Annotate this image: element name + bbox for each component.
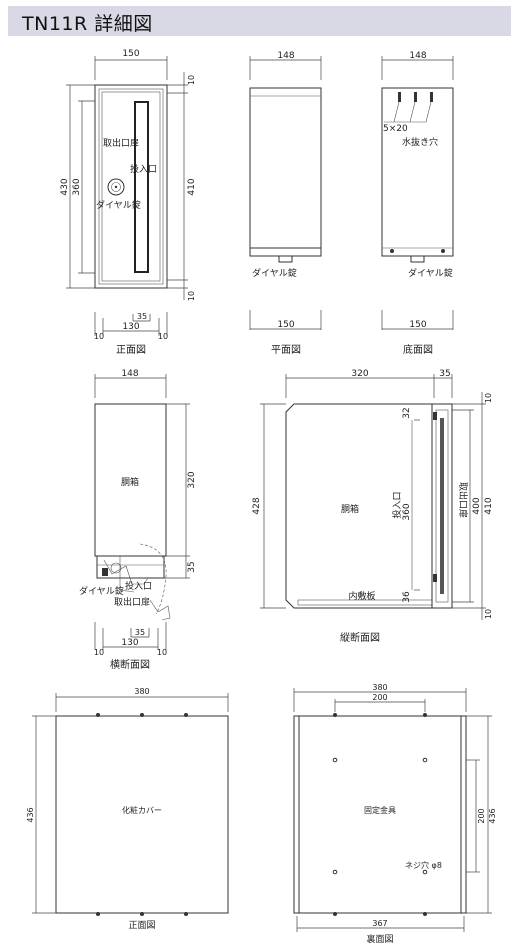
vsec-dim-body-height: 410 xyxy=(484,497,494,514)
cover-back-dim-pitch: 200 xyxy=(372,693,387,702)
cover-back-dim-inner-width: 367 xyxy=(372,919,387,928)
front-dim-bottom-width: 130 xyxy=(122,322,139,332)
cross-label-slot: 投入口 xyxy=(125,580,152,592)
vsec-dim-top: 10 xyxy=(484,393,493,403)
cover-back-label-bracket: 固定金具 xyxy=(364,805,396,815)
top-view: 148 ダイヤル錠 150 平面図 xyxy=(249,51,322,356)
cross-dim-width: 148 xyxy=(121,369,138,379)
cover-front-label: 化粧カバー xyxy=(122,805,162,815)
cover-front-dim-height: 436 xyxy=(26,807,35,822)
front-dim-width: 150 xyxy=(122,49,139,59)
title-bar: TN11R 詳細図 xyxy=(8,6,511,36)
vertical-section: 320 35 胴箱 内敷板 投入口 360 32 36 428 取出口扉 400 xyxy=(252,369,494,644)
front-caption: 正面図 xyxy=(116,344,146,356)
cover-back-dim-height: 436 xyxy=(488,808,497,823)
top-caption: 平面図 xyxy=(271,344,301,356)
top-dim-width-top: 148 xyxy=(277,51,294,61)
bottom-label-holes: 5×20 xyxy=(383,124,408,134)
front-label-lock: ダイヤル錠 xyxy=(96,199,141,211)
cover-back-view: 380 200 固定金具 ネジ穴 φ8 200 436 367 裏面図 xyxy=(293,683,497,945)
vsec-dim-bottom-gap: 36 xyxy=(402,591,412,603)
top-dim-width-bottom: 150 xyxy=(277,320,294,330)
vsec-label-body: 胴箱 xyxy=(341,503,359,515)
front-label-door: 取出口扉 xyxy=(103,137,139,149)
cross-dim-slot-width: 35 xyxy=(135,628,145,637)
vsec-dim-slot-height: 360 xyxy=(402,503,412,520)
front-dim-height-inner: 360 xyxy=(72,178,82,195)
cross-section: 148 胴箱 ダイヤル錠 投入口 取出口扉 320 35 35 130 10 1 xyxy=(79,369,197,671)
front-dim-body: 410 xyxy=(187,178,197,195)
front-label-slot: 投入口 xyxy=(130,163,157,175)
front-dim-right-margin: 10 xyxy=(158,332,168,341)
vsec-dim-door-height: 400 xyxy=(472,497,482,514)
front-view: 150 取出口扉 投入口 ダイヤル錠 430 360 10 410 10 xyxy=(60,49,197,356)
vsec-label-slot: 投入口 xyxy=(391,491,403,518)
bottom-label-lock: ダイヤル錠 xyxy=(408,267,453,279)
cross-dim-height: 320 xyxy=(187,471,197,488)
cross-label-door: 取出口扉 xyxy=(114,596,150,608)
cross-dim-lower: 35 xyxy=(187,561,197,572)
cover-front-view: 380 化粧カバー 436 正面図 xyxy=(26,687,229,931)
front-dim-bottom: 10 xyxy=(187,291,196,301)
cross-dim-right-margin: 10 xyxy=(157,648,167,657)
cross-caption: 横断面図 xyxy=(110,658,150,671)
vsec-label-plate: 内敷板 xyxy=(348,590,375,602)
vsec-dim-bottom: 10 xyxy=(484,609,493,619)
front-dim-top: 10 xyxy=(187,75,196,85)
cover-front-dim-width: 380 xyxy=(134,687,149,696)
front-dim-left-margin: 10 xyxy=(94,332,104,341)
cross-dim-left-margin: 10 xyxy=(94,648,104,657)
top-label-lock: ダイヤル錠 xyxy=(252,267,297,279)
front-dim-height-outer: 430 xyxy=(60,178,70,195)
cover-back-label-screw: ネジ穴 φ8 xyxy=(405,860,442,870)
bottom-dim-width-bottom: 150 xyxy=(409,320,426,330)
cover-front-caption: 正面図 xyxy=(128,920,155,931)
vsec-dim-height: 428 xyxy=(252,497,262,514)
cross-dim-bottom-width: 130 xyxy=(121,638,138,648)
cover-back-dim-vpitch: 200 xyxy=(477,808,486,823)
cover-back-caption: 裏面図 xyxy=(366,933,393,945)
cover-back-dim-width: 380 xyxy=(372,683,387,692)
page-title: TN11R 詳細図 xyxy=(22,13,153,35)
cross-label-lock: ダイヤル錠 xyxy=(79,585,124,597)
vsec-dim-door-depth: 35 xyxy=(439,369,450,379)
vsec-dim-top-gap: 32 xyxy=(402,407,412,418)
vsec-label-door: 取出口扉 xyxy=(457,482,469,518)
bottom-label-drain: 水抜き穴 xyxy=(402,136,438,148)
bottom-dim-width-top: 148 xyxy=(409,51,426,61)
front-dim-slot-width: 35 xyxy=(137,312,147,321)
cross-label-body: 胴箱 xyxy=(121,476,139,488)
vsec-dim-depth: 320 xyxy=(351,369,368,379)
vsec-caption: 縦断面図 xyxy=(340,631,380,644)
bottom-view: 148 5×20 水抜き穴 ダイヤル錠 150 底面図 xyxy=(381,51,454,356)
bottom-caption: 底面図 xyxy=(403,343,433,356)
